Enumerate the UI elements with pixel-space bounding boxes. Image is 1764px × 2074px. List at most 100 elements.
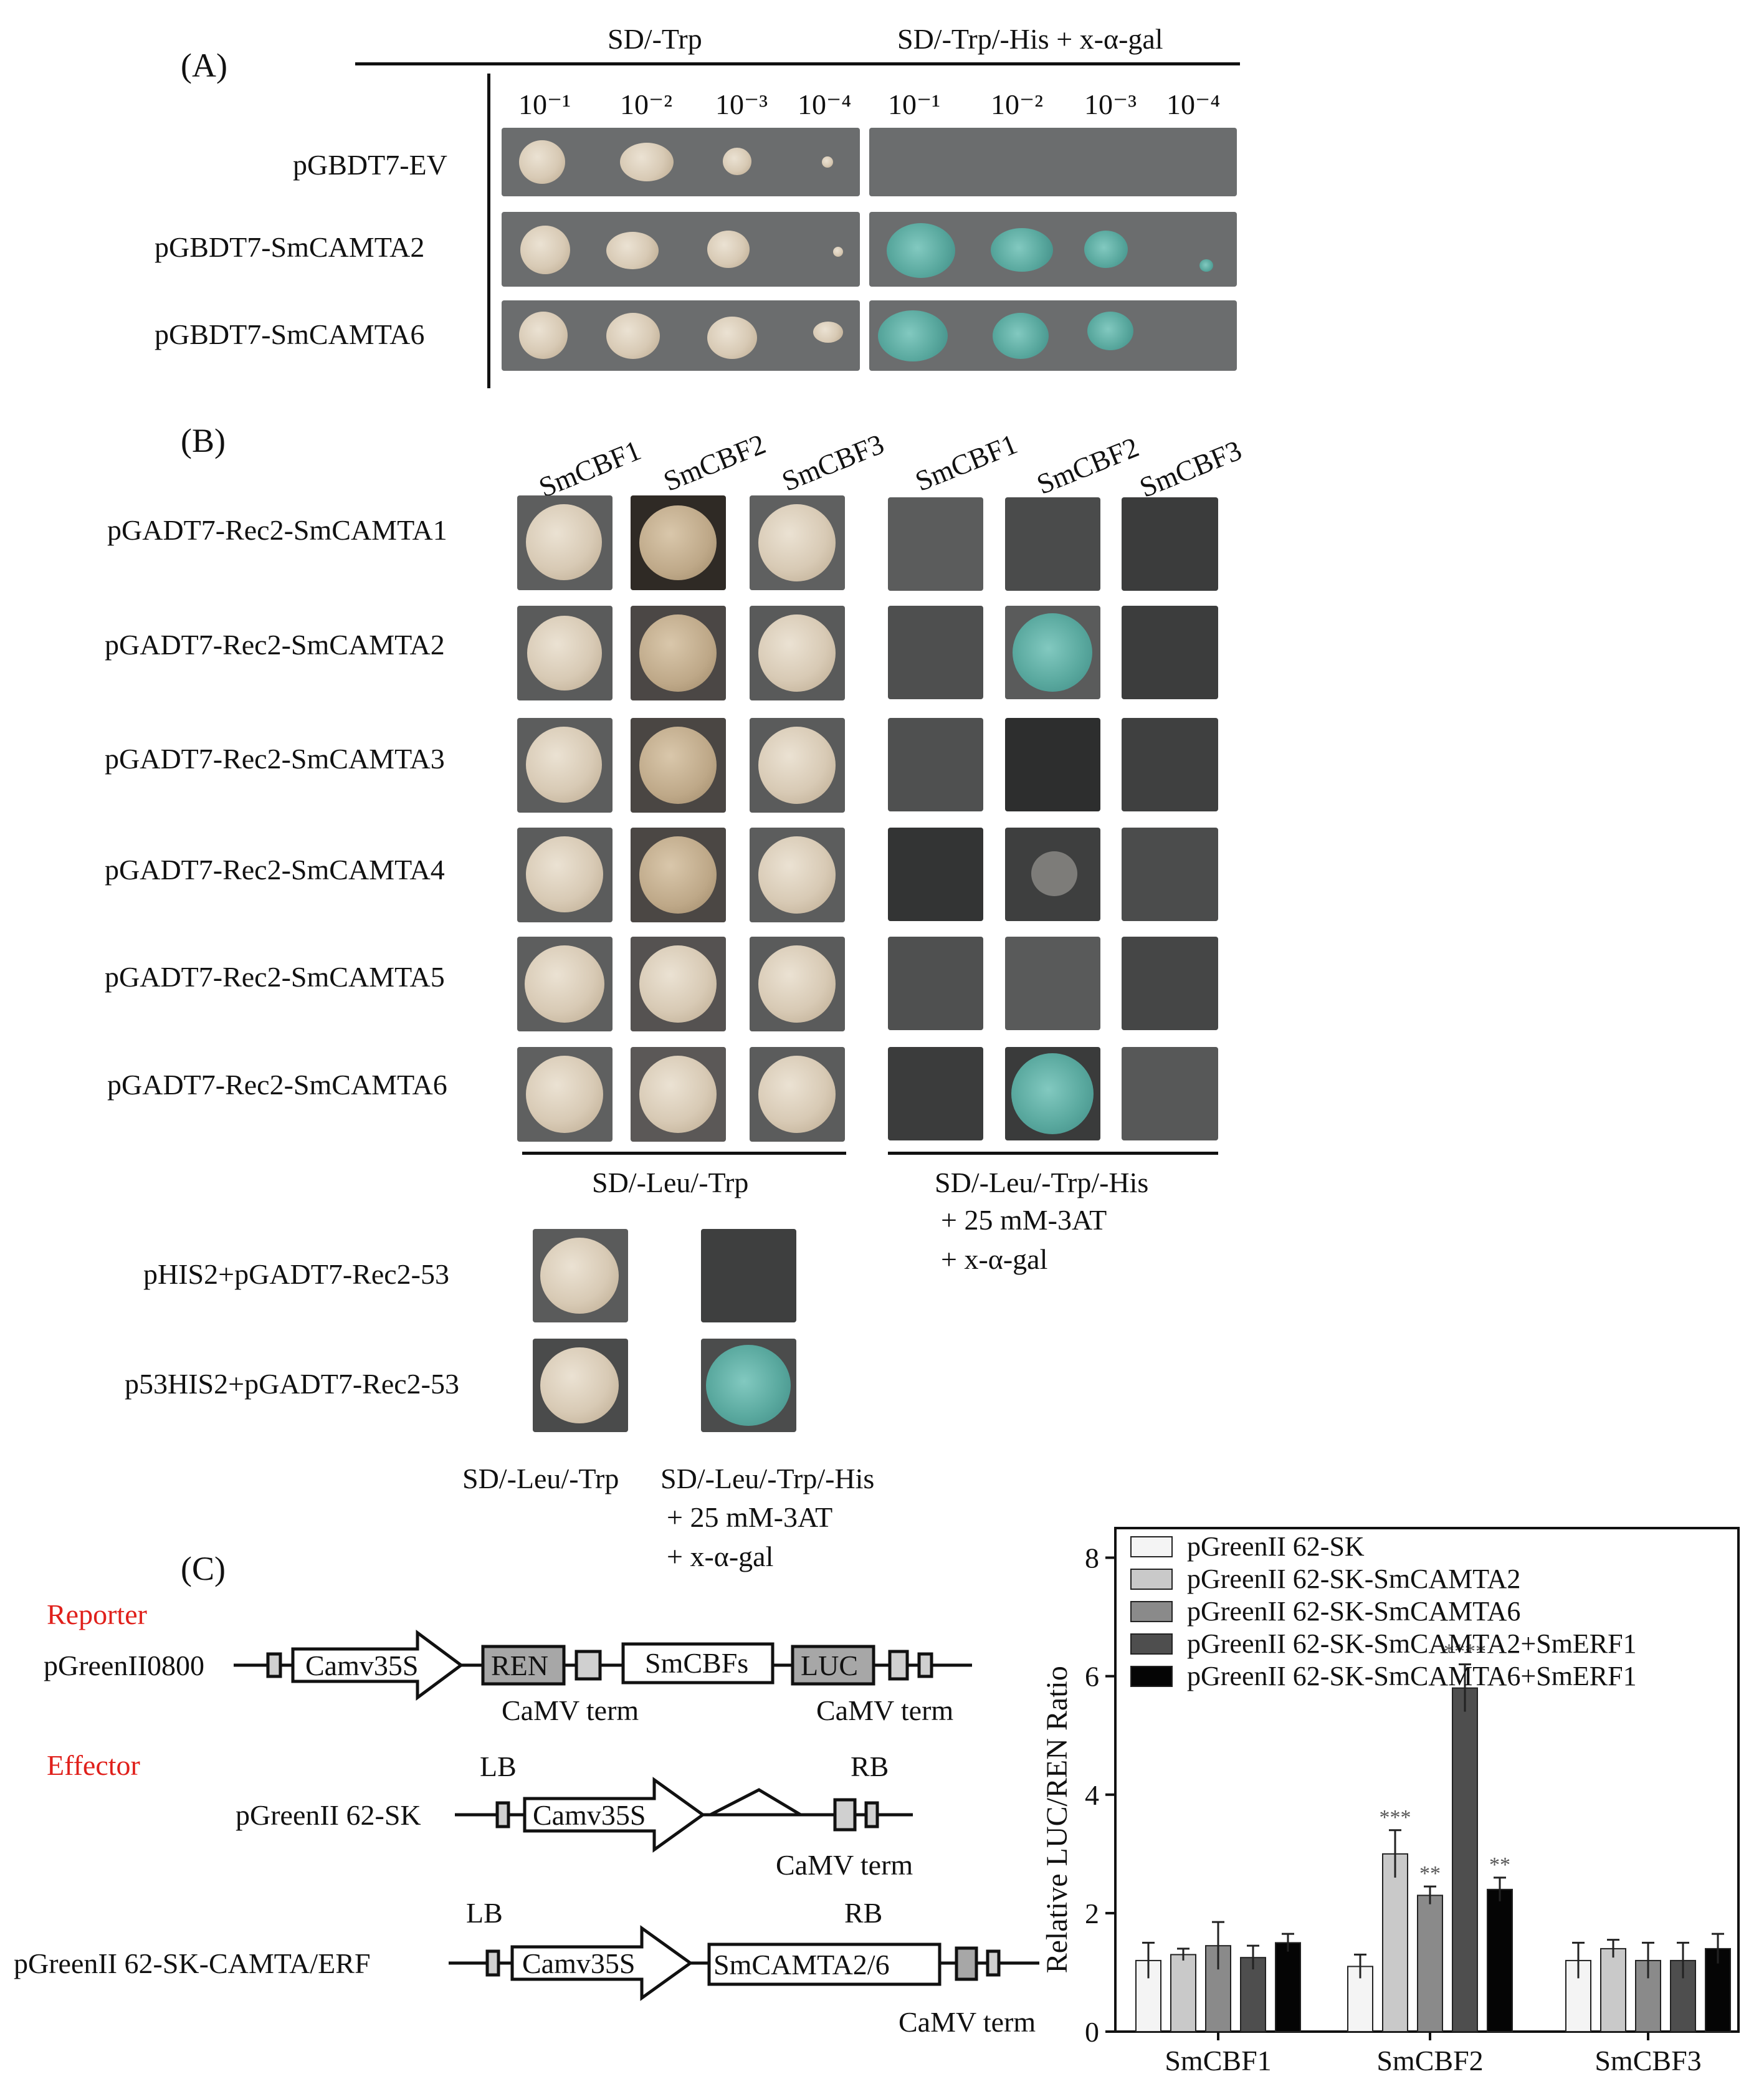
panel-a-axis-line — [487, 74, 490, 388]
row-label: pGBDT7-SmCAMTA6 — [155, 318, 425, 350]
spot-plate — [1122, 606, 1218, 699]
row-label: pGADT7-Rec2-SmCAMTA2 — [105, 629, 445, 661]
bar — [1170, 1954, 1196, 2032]
ren-gene-box — [481, 1645, 566, 1686]
luc-label: LUC — [801, 1650, 858, 1681]
plate-sd-trp — [502, 300, 860, 371]
rb-label: RB — [851, 1751, 889, 1782]
spot-plate — [750, 937, 845, 1031]
column-label: SmCBF3 — [777, 428, 889, 497]
yeast-colony-blue — [887, 223, 955, 278]
spot-plate — [631, 495, 726, 590]
y-tick-label: 4 — [1085, 1779, 1099, 1811]
dilution-label: 10⁻¹ — [888, 88, 941, 120]
yeast-colony — [525, 945, 604, 1023]
spot-plate — [888, 718, 983, 811]
column-label: SmCBF3 — [1135, 434, 1246, 504]
border-box — [266, 1652, 282, 1678]
effector-heading: Effector — [47, 1749, 140, 1781]
yeast-colony — [606, 232, 659, 269]
bar — [1382, 1853, 1408, 2033]
dilution-label: 10⁻² — [620, 88, 673, 120]
plate-sd-trp — [502, 128, 860, 196]
spot-plate — [1122, 718, 1218, 811]
spot-plate — [750, 606, 845, 700]
bar — [1417, 1895, 1443, 2032]
spot-plate — [888, 828, 983, 921]
ctrl-media-label: + x-α-gal — [667, 1541, 774, 1572]
plate-sd-trp-his — [869, 300, 1237, 371]
smcamta-insert-box — [707, 1943, 942, 1986]
dilution-label: 10⁻³ — [715, 88, 768, 120]
yeast-colony — [526, 836, 603, 912]
yeast-colony — [758, 614, 836, 692]
panel-b-letter: (B) — [181, 422, 226, 459]
y-tick-label: 8 — [1085, 1542, 1099, 1574]
dilution-label: 10⁻² — [991, 88, 1044, 120]
lb-label: LB — [466, 1897, 503, 1929]
rb-label: RB — [844, 1897, 882, 1929]
spot-plate — [517, 495, 613, 590]
legend-label: pGreenII 62-SK-SmCAMTA6 — [1187, 1596, 1520, 1627]
row-label: pGBDT7-SmCAMTA2 — [155, 231, 425, 263]
term-label: CaMV term — [899, 2006, 1036, 2038]
ctrl-media-label: SD/-Leu/-Trp — [462, 1463, 619, 1494]
spot-plate — [1122, 828, 1218, 921]
ctrl-media-label: SD/-Leu/-Trp/-His — [660, 1463, 875, 1494]
yeast-colony — [813, 322, 843, 343]
media-label-right: + x-α-gal — [941, 1243, 1048, 1275]
spot-plate — [888, 497, 983, 591]
bar — [1600, 1947, 1626, 2033]
ren-label: REN — [491, 1650, 548, 1681]
plate-sd-trp-his — [869, 212, 1237, 287]
yeast-colony — [526, 727, 602, 803]
yeast-colony — [639, 945, 717, 1023]
yeast-colony-blue — [993, 313, 1049, 359]
x-tick-label: SmCBF2 — [1376, 2045, 1483, 2074]
yeast-colony — [639, 727, 717, 804]
ctrl-media-label: + 25 mM-3AT — [667, 1501, 833, 1533]
term-label: CaMV term — [502, 1694, 639, 1726]
x-tick-label: SmCBF1 — [1165, 2045, 1271, 2074]
yeast-colony — [639, 836, 717, 914]
yeast-colony — [540, 1238, 619, 1314]
dilution-label: 10⁻⁴ — [1166, 88, 1221, 120]
yeast-colony — [526, 504, 602, 580]
dilution-label: 10⁻⁴ — [798, 88, 852, 120]
row-label: pGADT7-Rec2-SmCAMTA1 — [107, 514, 447, 546]
significance-label: *** — [1380, 1806, 1411, 1829]
y-tick-label: 0 — [1085, 2016, 1099, 2048]
yeast-colony-blue — [706, 1345, 791, 1426]
spot-plate — [750, 828, 845, 922]
vector-maps: pGreenII0800 Camv35S REN SmCBFs LUC CaMV… — [14, 1630, 1039, 2038]
legend-swatch — [1130, 1666, 1173, 1687]
yeast-colony-blue — [878, 310, 948, 361]
column-label: SmCBF1 — [534, 434, 646, 504]
column-label: SmCBF2 — [1032, 431, 1143, 500]
column-label: SmCBF1 — [910, 428, 1022, 497]
media-rule-right — [888, 1152, 1218, 1155]
smcbfs-box — [621, 1642, 775, 1685]
legend-swatch — [1130, 1601, 1173, 1622]
significance-label: **** — [1444, 1640, 1486, 1663]
header-sd-trp: SD/-Trp — [608, 23, 702, 55]
spot-plate — [517, 1047, 613, 1142]
spot-plate — [701, 1339, 796, 1432]
terminator-box — [833, 1798, 857, 1832]
spot-plate — [1005, 828, 1100, 921]
yeast-colony — [519, 140, 565, 184]
promoter-arrow — [523, 1777, 706, 1853]
spot-plate — [750, 718, 845, 813]
yeast-colony — [620, 143, 674, 181]
spot-plate — [1005, 497, 1100, 591]
row-label: pGADT7-Rec2-SmCAMTA4 — [105, 854, 445, 886]
spot-plate — [750, 1047, 845, 1142]
media-label-left: SD/-Leu/-Trp — [592, 1167, 749, 1198]
promoter-label: Camv35S — [305, 1650, 418, 1681]
spot-plate — [1005, 1047, 1100, 1140]
promoter-arrow — [291, 1630, 464, 1701]
terminator-box — [955, 1946, 978, 1981]
spot-plate — [533, 1229, 628, 1322]
spot-plate — [1005, 718, 1100, 811]
